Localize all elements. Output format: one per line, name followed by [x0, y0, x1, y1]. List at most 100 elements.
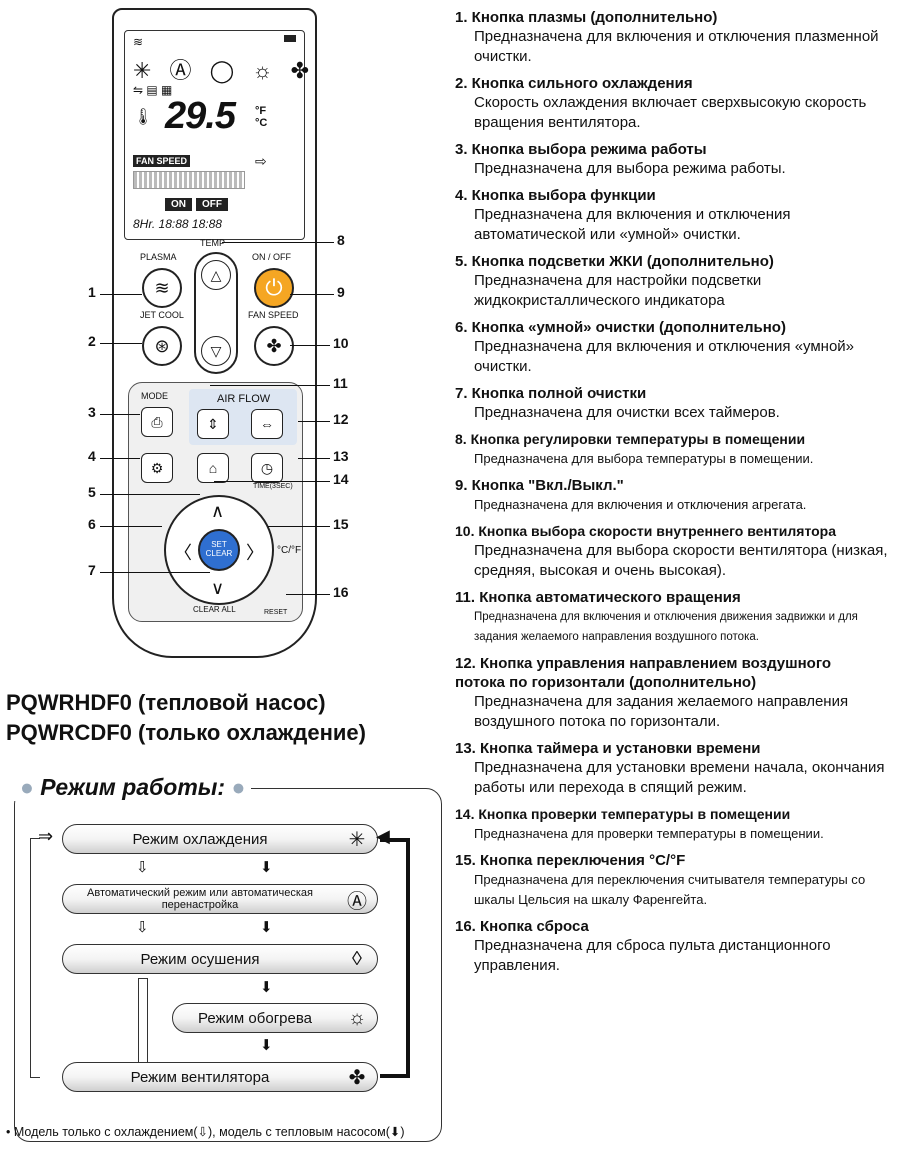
desc-item: 14. Кнопка проверки температуры в помеще… [455, 805, 895, 844]
wifi-icon: ≋ [133, 35, 144, 49]
triangle-down-icon: ▽ [210, 342, 222, 359]
desc-text: Предназначена для сброса пульта дистанци… [474, 937, 831, 974]
lcd-display: ≋ ✳ Ⓐ ◯ ☼ ✤ ⇋ ▤ ▦ 🌡 29.5 °F °C FAN SPEED… [124, 30, 309, 240]
callout-15: 15 [333, 516, 349, 532]
callout-line-5 [100, 494, 200, 496]
down-arrow-button[interactable]: ∨ [211, 578, 225, 598]
battery-icon [284, 35, 296, 42]
desc-item: 5. Кнопка подсветки ЖКИ (дополнительно)П… [455, 252, 895, 311]
callout-line-1 [100, 294, 142, 296]
desc-title: 8. Кнопка регулировки температуры в поме… [455, 431, 806, 447]
callout-line-10 [290, 345, 330, 347]
snowflake-icon: ✳ [348, 828, 366, 851]
lcd-timer: 8Hr. 18:88 18:88 [133, 217, 222, 231]
lower-panel: MODE AIR FLOW ⎙ ⇕ ⇔ ⚙ ⌂ ◷ TIME(3SEC) ∧ ∨… [128, 382, 303, 622]
desc-text: Предназначена для настройки подсветки жи… [474, 272, 762, 309]
temp-down-button[interactable]: ▽ [201, 336, 231, 366]
callout-2: 2 [88, 333, 96, 349]
desc-text: Предназначена для установки времени нача… [474, 759, 885, 796]
right-arrow-button[interactable]: 〉 [246, 543, 264, 563]
arrow-down-solid-icon: ⬇ [260, 1037, 273, 1054]
lcd-off: OFF [196, 198, 228, 211]
desc-text: Скорость охлаждения включает сверхвысоку… [474, 94, 867, 131]
desc-title: 3. Кнопка выбора режима работы [455, 141, 707, 158]
desc-item: 9. Кнопка "Вкл./Выкл."Предназначена для … [455, 476, 895, 515]
remote-control: ≋ ✳ Ⓐ ◯ ☼ ✤ ⇋ ▤ ▦ 🌡 29.5 °F °C FAN SPEED… [112, 8, 317, 658]
clear-label: CLEAR [205, 549, 233, 558]
plasma-button[interactable]: ≋ [142, 268, 182, 308]
room-temp-button[interactable]: ⌂ [197, 453, 229, 483]
temp-up-button[interactable]: △ [201, 260, 231, 290]
desc-text: Предназначена для задания желаемого напр… [474, 693, 849, 730]
mode-cool: Режим охлаждения ✳ [62, 824, 378, 854]
mode-title-bullet-icon: ● [20, 774, 34, 800]
vertical-swing-button[interactable]: ⇕ [197, 409, 229, 439]
callout-5: 5 [88, 484, 96, 500]
sun-icon: ☼ [347, 1006, 367, 1029]
set-clear-button[interactable]: SET CLEAR [198, 529, 240, 571]
desc-title: 12. Кнопка управления направлением возду… [455, 655, 832, 691]
jetcool-icon: ⊛ [154, 335, 170, 356]
callout-line-7 [100, 572, 210, 574]
mode-heat-label: Режим обогрева [198, 1009, 312, 1027]
airflow-label: AIR FLOW [217, 393, 271, 405]
callout-14: 14 [333, 471, 349, 487]
function-button[interactable]: ⚙ [141, 453, 173, 483]
lcd-mode-icons: ✳ Ⓐ ◯ ☼ ✤ [133, 58, 316, 83]
thermometer-icon: 🌡 [133, 109, 154, 126]
callout-7: 7 [88, 562, 96, 578]
swing-icon: ⇋ ▤ ▦ [133, 83, 173, 97]
lcd-fan-bar [133, 171, 245, 189]
dpad: ∧ ∨ 〈 〉 SET CLEAR [164, 495, 274, 605]
mode-button[interactable]: ⎙ [141, 407, 173, 437]
desc-text: Предназначена для выбора температуры в п… [474, 451, 814, 466]
fanspeed-button[interactable]: ✤ [254, 326, 294, 366]
clearall-label: CLEAR ALL [193, 605, 236, 614]
desc-title: 9. Кнопка "Вкл./Выкл." [455, 477, 624, 494]
callout-10: 10 [333, 335, 349, 351]
desc-item: 6. Кнопка «умной» очистки (дополнительно… [455, 318, 895, 377]
desc-text: Предназначена для выбора режима работы. [474, 160, 786, 177]
callout-line-3 [100, 414, 140, 416]
callout-line-9 [290, 294, 334, 296]
plasma-icon: ≋ [154, 277, 170, 298]
horizontal-swing-button[interactable]: ⇔ [251, 409, 283, 439]
desc-title: 1. Кнопка плазмы (дополнительно) [455, 9, 718, 26]
loop-solid-arrow-icon: ◀ [376, 826, 390, 846]
temp-rocker: △ ▽ [194, 252, 238, 374]
callout-line-16 [286, 594, 330, 596]
clock-icon: ◷ [260, 459, 274, 476]
callout-line-8 [222, 242, 334, 244]
desc-title: 4. Кнопка выбора функции [455, 187, 656, 204]
desc-text: Предназначена для очистки всех таймеров. [474, 404, 780, 421]
auto-icon: Ⓐ [347, 890, 367, 913]
desc-title: 15. Кнопка переключения °C/°F [455, 852, 686, 869]
arrow-down-outline-icon: ⇩ [136, 859, 149, 876]
desc-item: 10. Кнопка выбора скорости внутреннего в… [455, 522, 895, 581]
model-coolonly: PQWRCDF0 (только охлаждение) [6, 720, 366, 745]
callout-6: 6 [88, 516, 96, 532]
mode-title-text: Режим работы: [40, 774, 226, 800]
desc-text: Предназначена для включения и отключения… [474, 206, 791, 243]
lcd-on: ON [165, 198, 192, 211]
mode-fan-label: Режим вентилятора [130, 1068, 270, 1086]
timer-button[interactable]: ◷ [251, 453, 283, 483]
up-arrow-button[interactable]: ∧ [211, 501, 225, 521]
desc-item: 1. Кнопка плазмы (дополнительно)Предназн… [455, 8, 895, 67]
mode-fan: Режим вентилятора ✤ [62, 1062, 378, 1092]
jetcool-button[interactable]: ⊛ [142, 326, 182, 366]
mode-icon: ⎙ [151, 413, 163, 430]
mode-chart-note: • Модель только с охлаждением(⇩), модель… [6, 1125, 405, 1139]
lcd-onoff: ON OFF [165, 198, 232, 211]
desc-title: 6. Кнопка «умной» очистки (дополнительно… [455, 319, 786, 336]
desc-title: 14. Кнопка проверки температуры в помеще… [455, 806, 791, 822]
callout-line-11 [210, 385, 330, 387]
left-arrow-button[interactable]: 〈 [174, 543, 192, 563]
callout-9: 9 [337, 284, 345, 300]
power-button[interactable]: ⏻ [254, 268, 294, 308]
